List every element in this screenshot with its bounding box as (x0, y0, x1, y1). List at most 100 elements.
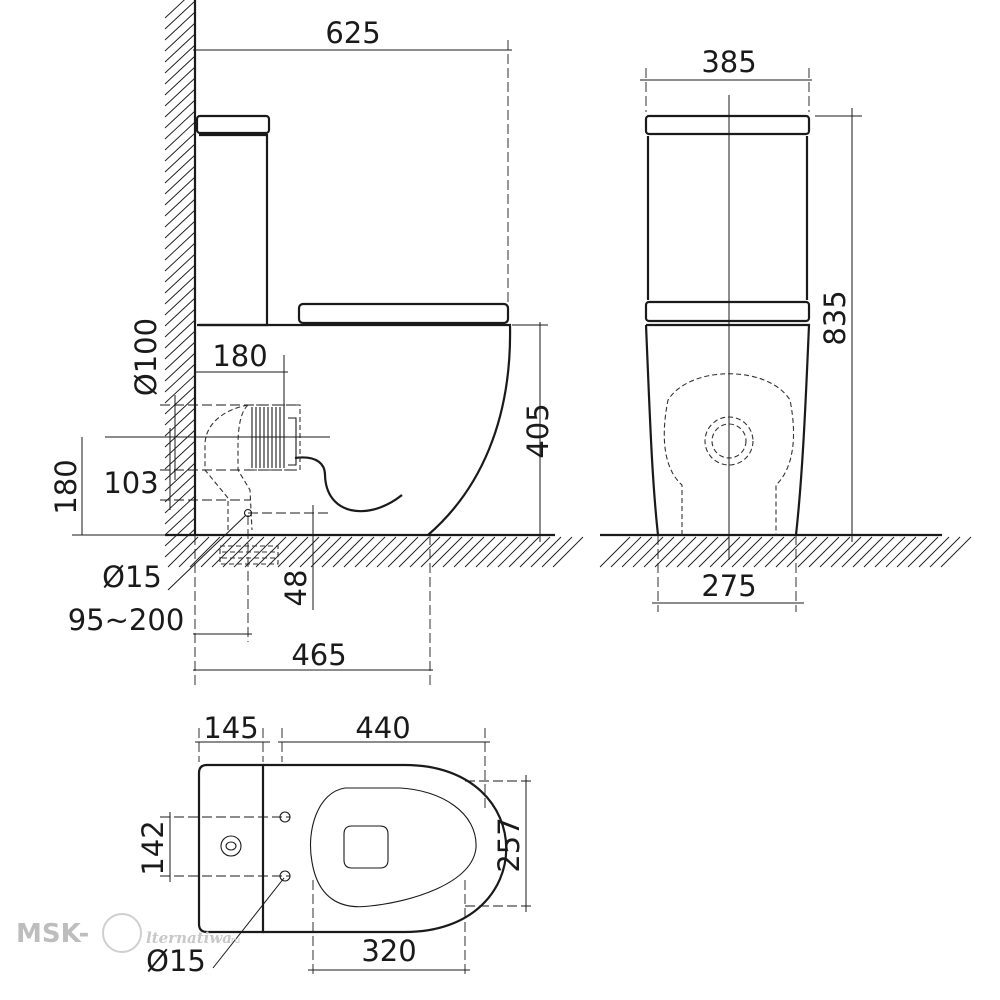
label-145: 145 (203, 711, 258, 745)
hatch-line (164, 231, 196, 261)
hatch-line (164, 506, 196, 536)
label-103: 103 (103, 466, 158, 500)
hatch-line (164, 275, 196, 305)
label-835: 835 (818, 290, 852, 345)
top-view: 145 440 142 257 320 Ø15 (136, 711, 535, 978)
watermark-prefix: MSK- (16, 919, 89, 949)
label-320: 320 (361, 934, 416, 968)
hatch-line (164, 341, 196, 371)
hatch-line (786, 536, 818, 568)
label-d100: Ø100 (129, 318, 163, 396)
hatch-line (164, 44, 196, 74)
floor-hatch-front (599, 533, 972, 568)
hatch-line (164, 0, 196, 30)
hatch-line (164, 319, 196, 349)
label-257: 257 (492, 817, 526, 872)
hatch-line (409, 536, 441, 568)
seat-front (644, 300, 811, 323)
hatch-line (863, 536, 895, 568)
hatch-line (643, 536, 675, 568)
cistern-lid-front (644, 114, 811, 136)
hatch-line (164, 121, 196, 151)
side-view: 625 180 Ø100 180 103 405 Ø15 48 95~200 4… (49, 0, 584, 685)
hatch-line (164, 55, 196, 85)
label-48: 48 (279, 570, 313, 607)
hatch-line (164, 352, 196, 382)
hatch-line (164, 242, 196, 272)
bowl-front (644, 323, 811, 536)
label-180-top: 180 (212, 339, 267, 373)
label-95-200: 95~200 (68, 603, 185, 637)
front-dimensions (640, 68, 862, 612)
hatch-line (940, 536, 972, 568)
hatch-line (497, 536, 529, 568)
hatch-line (164, 374, 196, 404)
hatch-line (164, 66, 196, 96)
hatch-line (720, 536, 752, 568)
hatch-line (164, 165, 196, 195)
watermark: MSK- lternatiwa .ru (16, 913, 240, 953)
hatch-line (442, 536, 474, 568)
hatch-line (519, 536, 551, 568)
hatch-line (621, 536, 653, 568)
hatch-line (808, 536, 840, 568)
bowl-side (197, 323, 512, 536)
hatch-line (164, 110, 196, 140)
hatch-line (475, 536, 507, 568)
hatch-line (299, 536, 331, 568)
hatch-line (164, 253, 196, 283)
hatch-line (819, 536, 851, 568)
hatch-line (164, 132, 196, 162)
hatch-line (742, 536, 774, 568)
hatch-line (896, 536, 928, 568)
hatch-line (167, 536, 199, 568)
hatch-line (332, 536, 364, 568)
label-142: 142 (136, 820, 170, 875)
hatch-line (453, 536, 485, 568)
label-405: 405 (521, 403, 555, 458)
hatch-line (874, 536, 906, 568)
hatch-line (288, 536, 320, 568)
hatch-line (654, 536, 686, 568)
hatch-line (530, 536, 562, 568)
hatch-line (709, 536, 741, 568)
hatch-line (164, 495, 196, 525)
hatch-line (929, 536, 961, 568)
hatch-line (200, 536, 232, 568)
hatch-line (266, 536, 298, 568)
cistern-top (197, 763, 265, 934)
hatch-line (610, 536, 642, 568)
hatch-line (164, 286, 196, 316)
hatch-line (398, 536, 430, 568)
label-385: 385 (701, 45, 756, 79)
hatch-line (244, 536, 276, 568)
hatch-line (431, 536, 463, 568)
hatch-line (354, 536, 386, 568)
hatch-line (753, 536, 785, 568)
hatch-line (907, 536, 939, 568)
hatch-line (164, 198, 196, 228)
hatch-line (164, 88, 196, 118)
hatch-line (164, 176, 196, 206)
hatch-line (764, 536, 796, 568)
hatch-line (731, 536, 763, 568)
hatch-line (830, 536, 862, 568)
hatch-line (189, 536, 221, 568)
front-view: 385 835 275 (599, 45, 972, 612)
hatch-line (164, 528, 196, 558)
hatch-line (164, 517, 196, 547)
hatch-line (687, 536, 719, 568)
hatch-line (343, 536, 375, 568)
hatch-line (676, 536, 708, 568)
hatch-line (164, 209, 196, 239)
hatch-line (841, 536, 873, 568)
seat-inner-top (343, 825, 389, 869)
label-440: 440 (355, 711, 410, 745)
hatch-line (775, 536, 807, 568)
label-d15-top: Ø15 (146, 944, 206, 978)
hatch-line (164, 264, 196, 294)
hatch-line (552, 536, 584, 568)
bowl-top (263, 763, 508, 934)
hatch-line (164, 154, 196, 184)
